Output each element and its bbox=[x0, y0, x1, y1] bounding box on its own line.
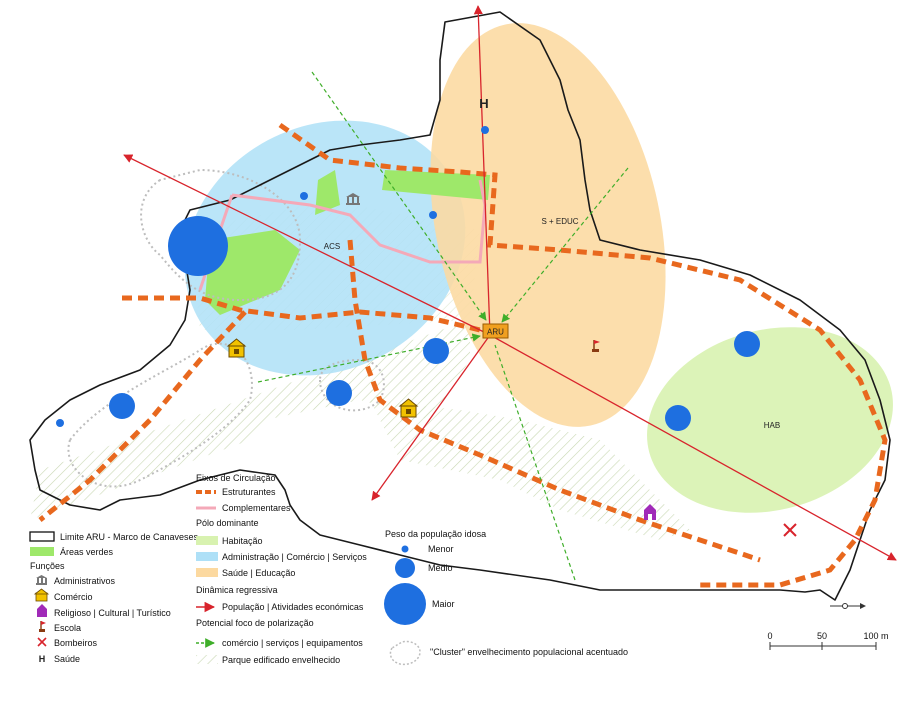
population-large bbox=[168, 216, 228, 276]
religious-icon bbox=[644, 504, 656, 520]
legend-right: Peso da população idosa Menor Médio Maio… bbox=[384, 529, 628, 666]
legend-complementary: Complementares bbox=[222, 503, 291, 513]
legend-commerce-icon bbox=[33, 588, 50, 602]
legend-axes-title: Eixos de Circulação bbox=[196, 473, 276, 483]
legend-regressive-title: Dinâmica regressiva bbox=[196, 585, 278, 595]
population-small bbox=[481, 126, 489, 134]
population-medium bbox=[109, 393, 135, 419]
legend-small: Menor bbox=[428, 544, 454, 554]
zone-label-s-educ: S + EDUC bbox=[541, 217, 578, 226]
legend-firefighters: Bombeiros bbox=[54, 638, 98, 648]
legend-school-icon bbox=[39, 621, 46, 632]
legend-administrative: Administrativos bbox=[54, 576, 116, 586]
zone-housing bbox=[647, 327, 893, 513]
school-icon bbox=[592, 340, 600, 352]
legend-pole-title: Pólo dominante bbox=[196, 518, 259, 528]
population-medium bbox=[423, 338, 449, 364]
legend-commerce: Comércio bbox=[54, 592, 93, 602]
aru-boundary bbox=[29, 11, 891, 601]
legend-school: Escola bbox=[54, 623, 81, 633]
commerce-icon bbox=[398, 398, 419, 418]
legend-commerce-services: comércio | serviços | equipamentos bbox=[222, 638, 363, 648]
zone-label-hab: HAB bbox=[764, 421, 780, 430]
population-medium bbox=[326, 380, 352, 406]
scale-label-0: 0 bbox=[767, 631, 772, 641]
legend-cluster: "Cluster" envelhecimento populacional ac… bbox=[430, 647, 628, 657]
legend-large: Maior bbox=[432, 599, 455, 609]
population-medium bbox=[734, 331, 760, 357]
aging-cluster-outlines bbox=[67, 168, 385, 488]
scale-label-50: 50 bbox=[817, 631, 827, 641]
legend-medium: Médio bbox=[428, 563, 453, 573]
legend-polarization-title: Potencial foco de polarização bbox=[196, 618, 314, 628]
legend-firefighters-icon bbox=[37, 637, 47, 647]
complementary-axis bbox=[231, 179, 487, 264]
legend-health-education: Saúde | Educação bbox=[222, 568, 295, 578]
polarization-focus bbox=[257, 71, 629, 581]
population-small bbox=[429, 211, 437, 219]
legend-green-areas: Áreas verdes bbox=[60, 547, 114, 557]
scale-label-100: 100 m bbox=[863, 631, 888, 641]
legend-aged-buildings: Parque edificado envelhecido bbox=[222, 655, 340, 665]
administrative-icon bbox=[346, 193, 360, 205]
aru-center-box bbox=[482, 323, 509, 339]
legend-population: População | Atividades económicas bbox=[222, 602, 364, 612]
legend-housing: Habitação bbox=[222, 536, 263, 546]
structural-axes bbox=[38, 122, 888, 588]
population-small bbox=[56, 419, 64, 427]
legend-structural: Estruturantes bbox=[222, 487, 276, 497]
population-medium bbox=[665, 405, 691, 431]
legend-left: Limite ARU - Marco de Canaveses Áreas ve… bbox=[29, 531, 199, 664]
legend-health-icon: H bbox=[39, 654, 46, 664]
elderly-population-markers bbox=[56, 126, 760, 431]
firefighters-icon bbox=[783, 523, 797, 537]
legend-health: Saúde bbox=[54, 654, 80, 664]
legend-functions-title: Funções bbox=[30, 561, 65, 571]
aru-label: ARU bbox=[487, 328, 504, 337]
legend-middle: Eixos de Circulação Estruturantes Comple… bbox=[196, 473, 367, 665]
commerce-icon bbox=[226, 338, 247, 358]
legend-elderly-title: Peso da população idosa bbox=[385, 529, 486, 539]
legend-administrative-icon bbox=[36, 575, 47, 585]
legend-boundary: Limite ARU - Marco de Canaveses bbox=[60, 532, 199, 542]
green-areas bbox=[205, 170, 490, 315]
legend-religious-icon bbox=[37, 604, 47, 617]
regressive-dynamics bbox=[123, 5, 897, 561]
scale-bar: 0 50 100 m bbox=[767, 631, 889, 650]
legend-admin-commerce: Administração | Comércio | Serviços bbox=[222, 552, 367, 562]
legend-religious: Religioso | Cultural | Turístico bbox=[54, 608, 171, 618]
north-arrow bbox=[830, 603, 866, 609]
zone-label-acs: ACS bbox=[324, 242, 340, 251]
health-icon: H bbox=[479, 96, 488, 111]
population-small bbox=[300, 192, 308, 200]
